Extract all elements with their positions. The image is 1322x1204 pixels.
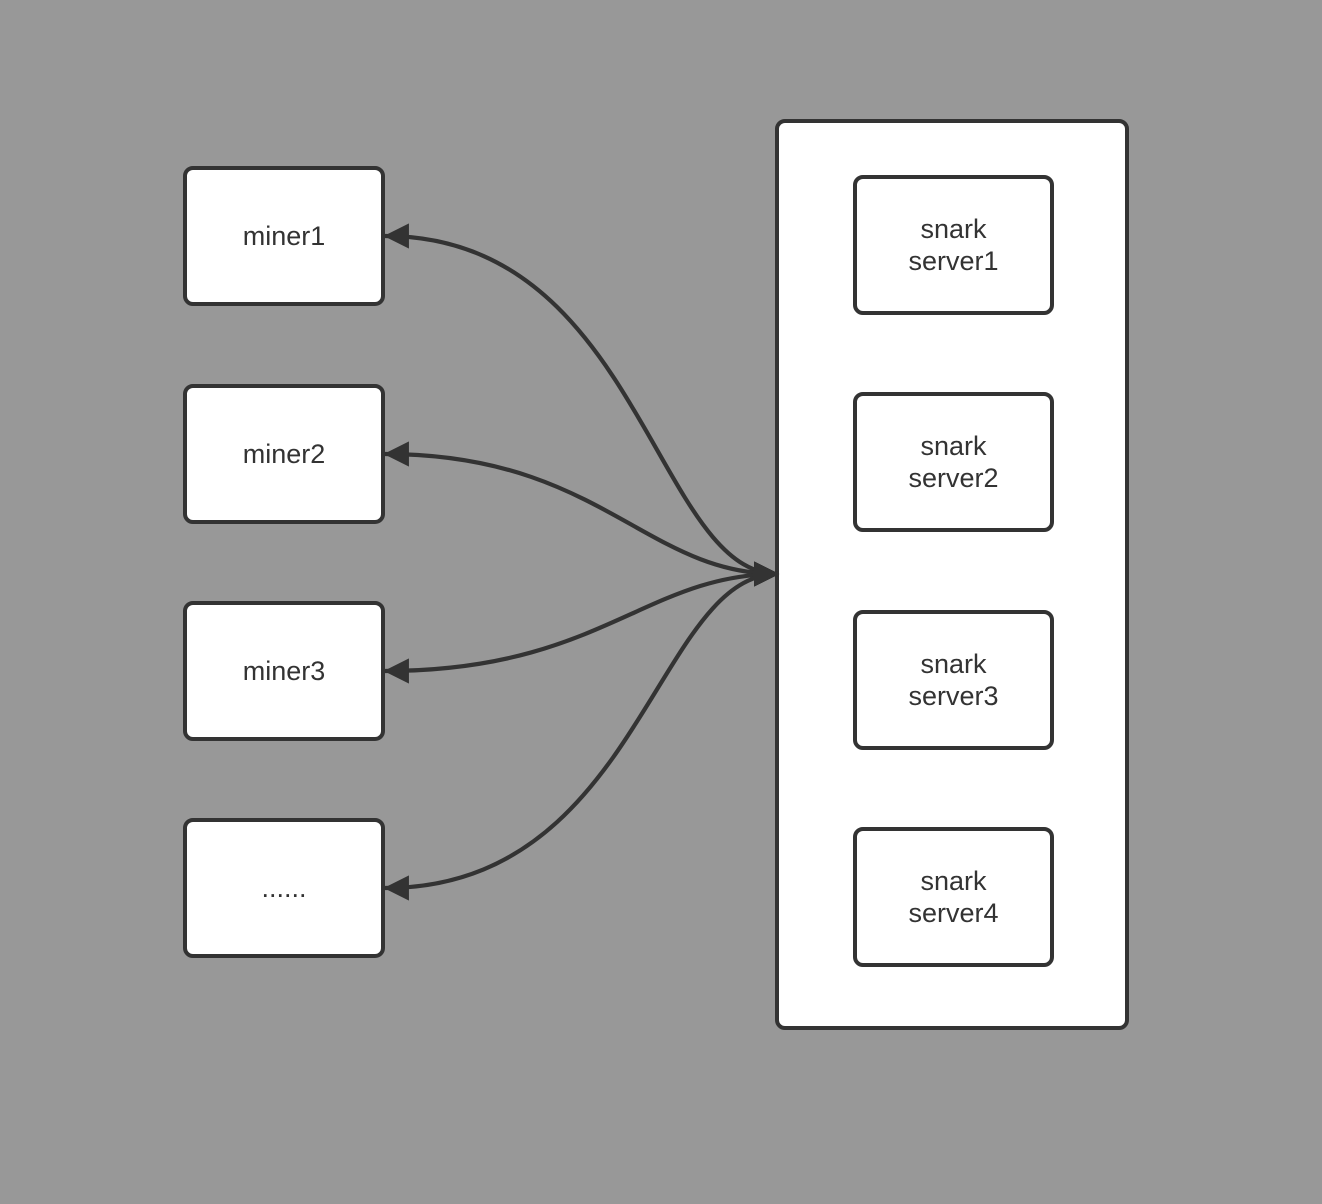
edge-cluster-miner3 [383, 561, 780, 684]
node-miner-more: ...... [183, 818, 385, 958]
node-miner1: miner1 [183, 166, 385, 306]
node-snark-server2-label: snark server2 [908, 430, 999, 493]
node-miner1-label: miner1 [242, 220, 326, 251]
node-miner3-label: miner3 [242, 655, 326, 686]
node-snark-server1: snark server1 [853, 175, 1054, 315]
node-snark-server4: snark server4 [853, 827, 1054, 967]
edge-cluster-miner1 [383, 223, 780, 587]
node-miner2: miner2 [183, 384, 385, 524]
edge-cluster-miner2 [383, 441, 780, 587]
node-snark-server3-label: snark server3 [908, 648, 999, 711]
node-snark-server2: snark server2 [853, 392, 1054, 532]
node-snark-server3: snark server3 [853, 610, 1054, 750]
node-miner2-label: miner2 [242, 438, 326, 469]
node-miner-more-label: ...... [261, 872, 307, 903]
node-snark-server4-label: snark server4 [908, 865, 999, 928]
node-miner3: miner3 [183, 601, 385, 741]
node-snark-server1-label: snark server1 [908, 213, 999, 276]
edge-cluster-miner-more [383, 561, 780, 901]
